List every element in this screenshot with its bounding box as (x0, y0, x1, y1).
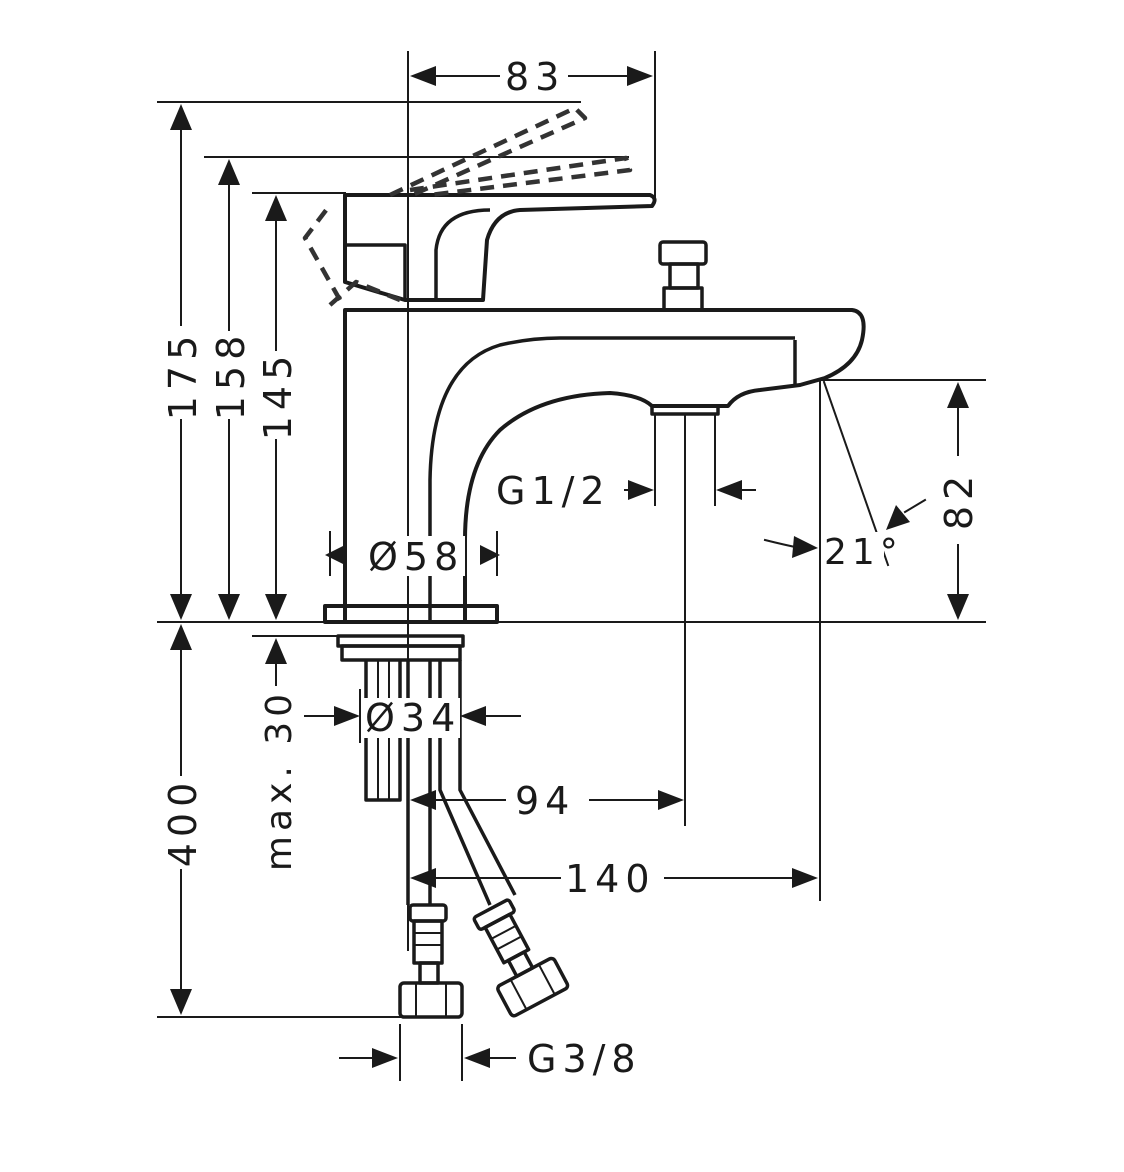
label-158: 158 (209, 330, 253, 421)
label-175: 175 (161, 330, 205, 421)
label-83: 83 (505, 55, 565, 99)
label-angle-21: 21° (824, 532, 903, 573)
label-94: 94 (515, 779, 575, 823)
label-diameter-34: Ø34 (365, 696, 461, 740)
label-82: 82 (937, 470, 981, 530)
shank-and-hoses (336, 634, 570, 1019)
label-max-30: max. 30 (259, 689, 300, 871)
lever-alternate-positions (302, 105, 633, 307)
label-400: 400 (161, 777, 205, 868)
dimension-labels: 83 175 158 145 Ø58 G1/2 82 21° 400 max. … (161, 55, 981, 1081)
label-g-1-2: G1/2 (496, 469, 611, 513)
label-g-3-8: G3/8 (527, 1037, 642, 1081)
dimension-lines (170, 66, 969, 1068)
tap-body (323, 193, 866, 624)
label-145: 145 (256, 350, 300, 441)
label-diameter-58: Ø58 (368, 535, 464, 579)
label-140: 140 (565, 857, 656, 901)
